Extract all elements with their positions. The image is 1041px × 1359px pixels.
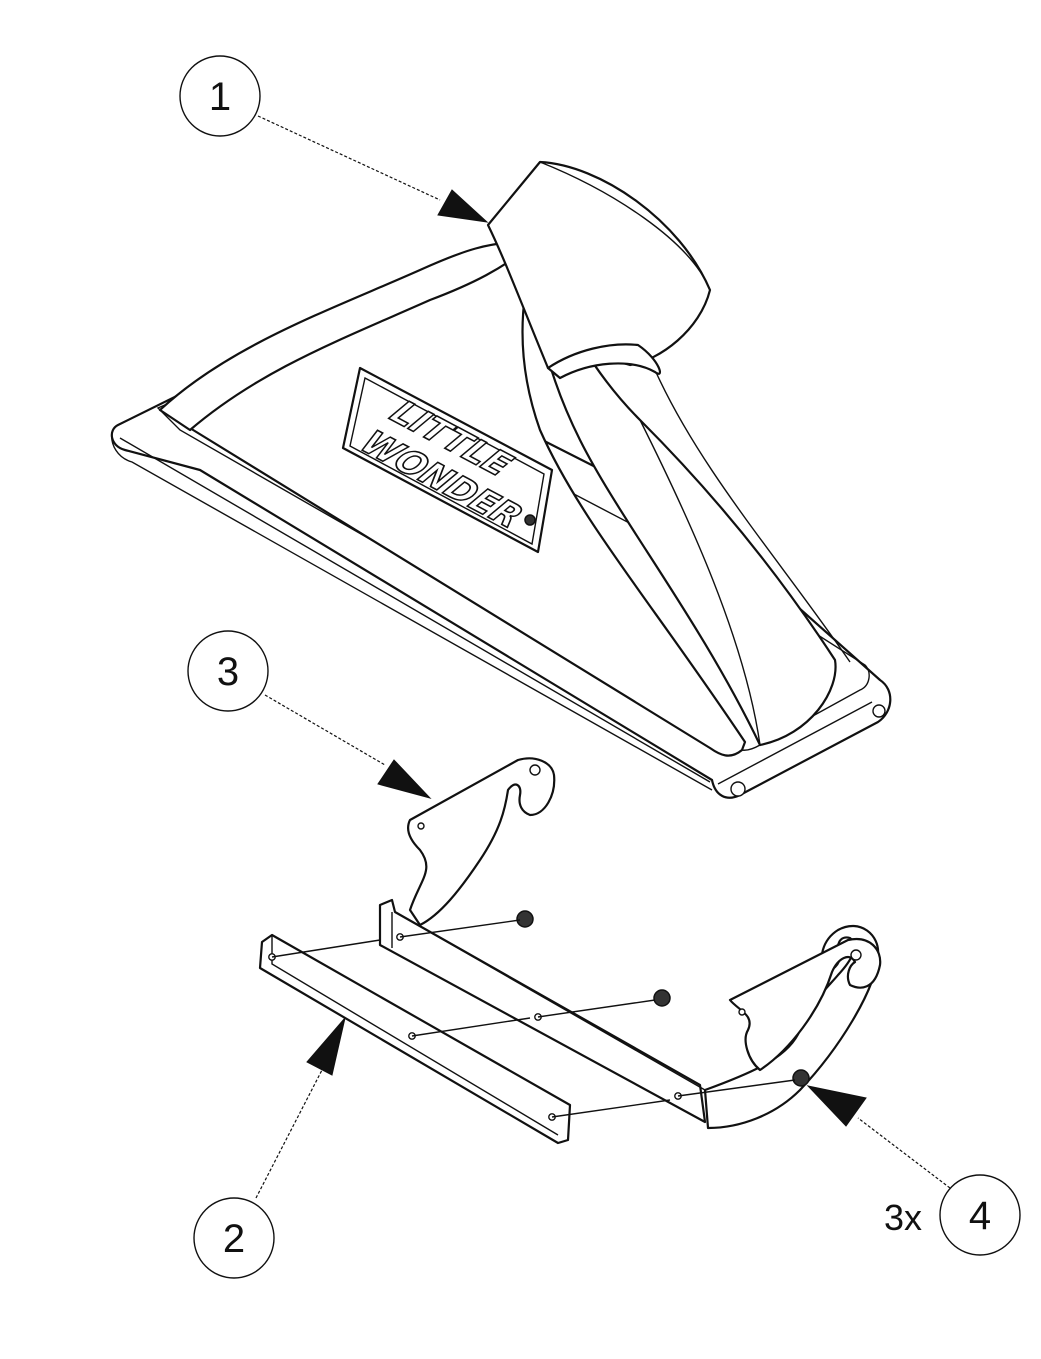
part-4-nuts <box>516 910 810 1087</box>
part-3-bracket <box>378 757 882 1130</box>
callout-4-label: 4 <box>969 1194 991 1238</box>
nut-1 <box>516 910 534 928</box>
callout-2-arrow <box>306 1017 346 1076</box>
quantity-note: 3x <box>884 1197 922 1238</box>
callout-2: 2 <box>193 1017 346 1279</box>
callout-1-arrow <box>437 189 489 223</box>
nut-3 <box>792 1069 810 1087</box>
callout-4: 4 3x <box>806 1085 1021 1256</box>
bracket-left-upright <box>406 757 556 927</box>
callout-3-arrow <box>377 759 432 799</box>
callout-1: 1 <box>179 55 489 223</box>
callout-1-label: 1 <box>209 75 231 119</box>
nut-2 <box>653 989 671 1007</box>
callout-3: 3 <box>187 630 432 799</box>
part-1-nozzle: LITTLE WONDER <box>110 160 892 799</box>
bracket-channel-plate <box>378 898 707 1124</box>
callout-2-label: 2 <box>223 1217 245 1261</box>
callout-3-label: 3 <box>217 650 239 694</box>
assembly-leaders <box>271 919 796 1118</box>
strip-plate <box>258 933 572 1145</box>
callout-4-arrow <box>806 1085 867 1127</box>
part-2-strip <box>258 933 572 1145</box>
